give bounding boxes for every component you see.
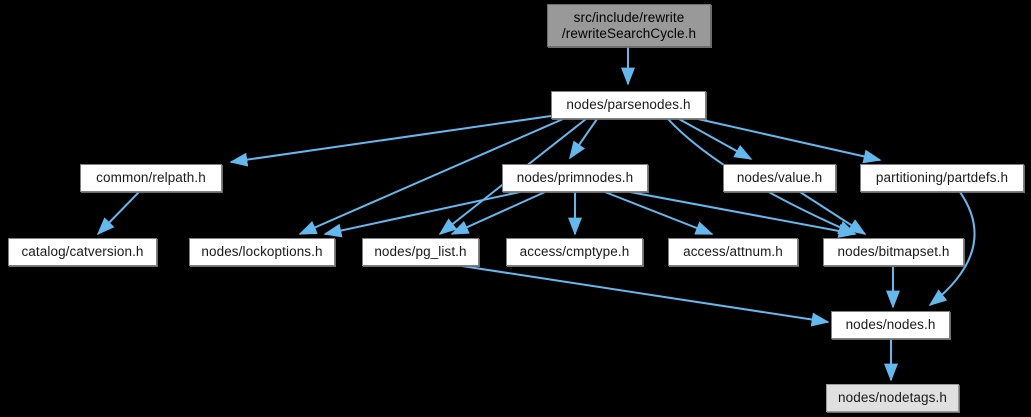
node-attnum[interactable]: access/attnum.h [668,238,798,266]
edge-parsenodes-to-partdefs [697,118,882,164]
node-nodes[interactable]: nodes/nodes.h [831,311,950,339]
edge-parsenodes-to-relpath [229,115,552,167]
edge-parsenodes-to-value [678,118,753,160]
node-label-root: src/include/rewrite /rewriteSearchCycle.… [561,9,697,41]
node-value[interactable]: nodes/value.h [723,164,836,192]
node-label-relpath: common/relpath.h [96,170,206,185]
node-catversion[interactable]: catalog/catversion.h [8,238,157,266]
node-lockoptions[interactable]: nodes/lockoptions.h [189,238,335,266]
node-pg_list[interactable]: nodes/pg_list.h [362,238,479,266]
node-label-value: nodes/value.h [736,170,823,185]
node-root[interactable]: src/include/rewrite /rewriteSearchCycle.… [547,4,711,47]
node-relpath[interactable]: common/relpath.h [80,164,222,192]
node-label-nodetags: nodes/nodetags.h [838,390,947,405]
node-label-catversion: catalog/catversion.h [21,244,144,259]
edge-parsenodes-to-lockoptions [298,118,564,235]
node-label-nodes: nodes/nodes.h [845,317,936,332]
edge-pg_list-to-nodes [461,265,830,327]
node-bitmapset[interactable]: nodes/bitmapset.h [823,238,964,266]
node-label-parsenodes: nodes/parsenodes.h [566,97,691,112]
edge-relpath-to-catversion [96,191,140,236]
node-partdefs[interactable]: partitioning/partdefs.h [860,164,1024,192]
edge-parsenodes-to-primnodes [569,118,598,160]
node-label-pg_list: nodes/pg_list.h [374,244,467,259]
node-label-primnodes: nodes/primnodes.h [516,170,634,185]
edge-partdefs-to-nodes [928,191,976,306]
edge-primnodes-to-lockoptions [323,191,521,238]
edge-primnodes-to-attnum [604,191,714,235]
node-label-bitmapset: nodes/bitmapset.h [837,244,950,259]
edge-primnodes-to-pg_list [450,191,546,235]
edge-value-to-bitmapset [799,191,867,235]
node-primnodes[interactable]: nodes/primnodes.h [502,164,648,192]
edge-primnodes-to-bitmapset [629,191,857,238]
node-label-cmptype: access/cmptype.h [519,244,630,259]
node-label-partdefs: partitioning/partdefs.h [875,170,1009,185]
node-parsenodes[interactable]: nodes/parsenodes.h [551,91,706,119]
node-nodetags[interactable]: nodes/nodetags.h [826,384,959,412]
node-label-attnum: access/attnum.h [683,244,783,259]
node-cmptype[interactable]: access/cmptype.h [506,238,643,266]
node-label-lockoptions: nodes/lockoptions.h [201,244,323,259]
